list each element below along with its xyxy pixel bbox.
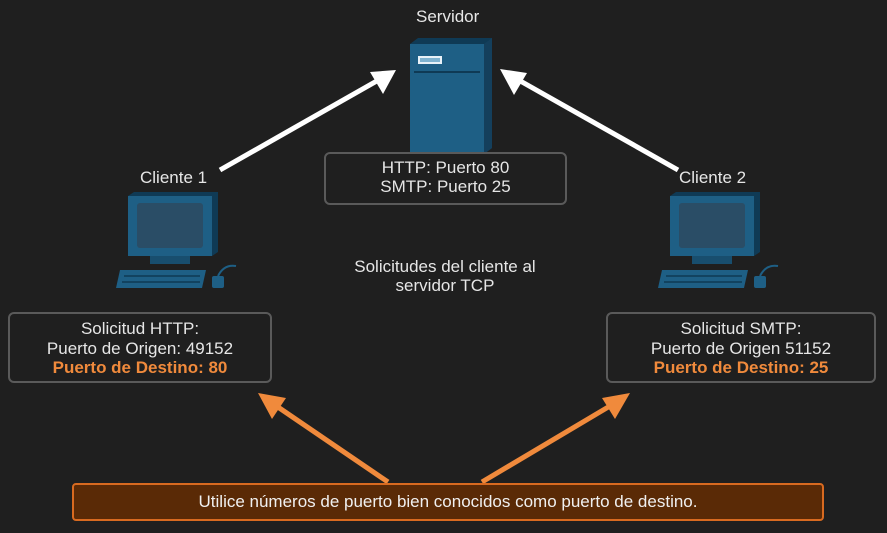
- server-port-smtp: SMTP: Puerto 25: [380, 177, 511, 196]
- server-port-http: HTTP: Puerto 80: [381, 158, 510, 177]
- server-ports-box: HTTP: Puerto 80 SMTP: Puerto 25: [324, 152, 567, 205]
- client1-request-box: Solicitud HTTP: Puerto de Origen: 49152 …: [8, 312, 272, 383]
- server-icon: [410, 38, 492, 154]
- client2-title: Cliente 2: [679, 168, 747, 187]
- client2-computer-icon: [658, 192, 779, 288]
- arrow-note-to-client1: [258, 393, 390, 485]
- note-box: Utilice números de puerto bien conocidos…: [72, 483, 824, 521]
- client1-request-type: Solicitud HTTP:: [80, 319, 200, 338]
- client2-request-type: Solicitud SMTP:: [680, 319, 802, 338]
- client1-dest-port: Puerto de Destino: 80: [52, 358, 228, 377]
- client1-source-port: Puerto de Origen: 49152: [46, 339, 234, 358]
- center-caption-line1: Solicitudes del cliente al: [354, 257, 536, 276]
- client2-dest-port: Puerto de Destino: 25: [653, 358, 829, 377]
- arrow-note-to-client2: [480, 393, 630, 485]
- arrow-client1-to-server: [218, 70, 396, 173]
- client2-source-port: Puerto de Origen 51152: [650, 339, 832, 358]
- client1-computer-icon: [116, 192, 237, 288]
- server-title: Servidor: [416, 7, 480, 26]
- arrow-client2-to-server: [500, 69, 680, 173]
- client1-title: Cliente 1: [140, 168, 208, 187]
- center-caption-line2: servidor TCP: [395, 276, 495, 295]
- client2-request-box: Solicitud SMTP: Puerto de Origen 51152 P…: [606, 312, 876, 383]
- center-caption: Solicitudes del cliente al servidor TCP: [330, 257, 560, 295]
